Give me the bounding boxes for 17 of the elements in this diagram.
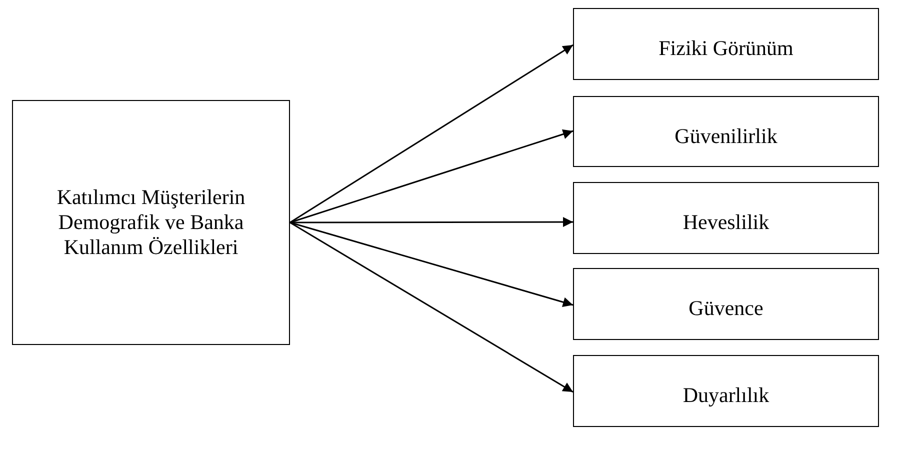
box-label: Heveslilik	[682, 210, 770, 236]
process-box	[573, 355, 879, 427]
process-box	[573, 268, 879, 340]
arrow	[290, 217, 573, 228]
arrow	[290, 222, 574, 393]
box-label: Fiziki Görünüm	[658, 36, 794, 62]
process-box	[12, 100, 290, 345]
process-box	[573, 8, 879, 80]
box-label: Güvenilirlik	[674, 124, 778, 150]
box-label: Duyarlılık	[682, 383, 770, 409]
box-label: Katılımcı Müşterilerin Demografik ve Banka Kullanım Özellikleri	[56, 184, 246, 260]
process-box	[573, 96, 879, 167]
arrow	[290, 44, 574, 224]
process-box	[573, 182, 879, 254]
box-label: Güvence	[688, 296, 764, 322]
arrow	[290, 222, 574, 307]
arrow	[290, 129, 574, 224]
